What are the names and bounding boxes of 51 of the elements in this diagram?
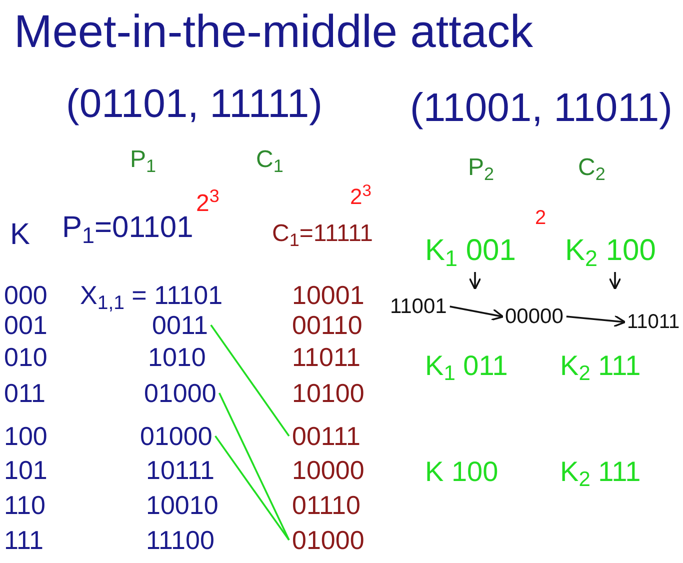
handwritten-text: 110: [4, 492, 46, 518]
binary-value: 00000: [505, 306, 564, 327]
handwritten-text: 011: [4, 380, 46, 406]
binary-value: 10010: [146, 492, 218, 518]
handwritten-text: P$_{1}$: [130, 148, 156, 172]
binary-value: 01000: [292, 527, 364, 553]
handwritten-text: 101: [4, 457, 48, 483]
binary-value: 10001: [292, 282, 364, 308]
handwritten-text: (01101, 11111): [66, 84, 322, 124]
binary-value: 00111: [292, 423, 360, 449]
binary-value: 10100: [292, 380, 364, 406]
handwritten-text: K$_{1}$ 011: [425, 352, 508, 380]
handwritten-text: K: [10, 220, 30, 250]
connector-line: [218, 392, 290, 540]
binary-value: 11001: [390, 296, 447, 317]
connector-line: [214, 435, 290, 541]
binary-value: 0011: [152, 312, 208, 338]
binary-value: 01000: [140, 423, 212, 449]
handwritten-text: 001: [4, 312, 48, 338]
handwritten-text: P$_{1}$=01101: [62, 213, 194, 243]
binary-value: 11011: [627, 312, 680, 332]
handwritten-text: (11001, 11011): [410, 88, 672, 128]
handwritten-text: 111: [4, 527, 44, 553]
title: Meet-in-the-middle attack: [14, 8, 533, 54]
binary-value: 11011: [292, 344, 360, 370]
binary-value: 11100: [146, 527, 214, 553]
handwritten-text: 100: [4, 423, 48, 449]
binary-value: 00110: [292, 312, 362, 338]
binary-value: K$_{1}$ 001: [425, 236, 516, 266]
binary-value: 1010: [148, 344, 206, 370]
handwritten-text: K$_{2}$ 111: [560, 352, 641, 380]
handwritten-text: 000: [4, 282, 48, 308]
arrow: [468, 272, 482, 290]
connector-line: [210, 324, 290, 437]
handwritten-text: C$_{1}$=11111: [272, 222, 373, 246]
arrow: [566, 314, 626, 328]
binary-value: K$_{2}$ 100: [565, 236, 656, 266]
arrow: [450, 306, 504, 321]
binary-value: 01110: [292, 492, 360, 518]
handwritten-text: K$_{2}$ 111: [560, 458, 641, 486]
binary-value: 10000: [292, 457, 364, 483]
binary-value: 10111: [146, 457, 214, 483]
handwritten-text: 2$^{3}$: [350, 186, 372, 208]
handwritten-text: 2: [535, 208, 546, 228]
handwritten-text: P$_{2}$: [468, 156, 494, 180]
handwritten-text: C$_{1}$: [256, 148, 284, 172]
handwritten-text: C$_{2}$: [578, 156, 606, 180]
handwritten-text: K 100: [425, 458, 498, 486]
handwritten-text: 010: [4, 344, 48, 370]
binary-value: 01000: [144, 380, 216, 406]
arrow: [608, 272, 622, 290]
